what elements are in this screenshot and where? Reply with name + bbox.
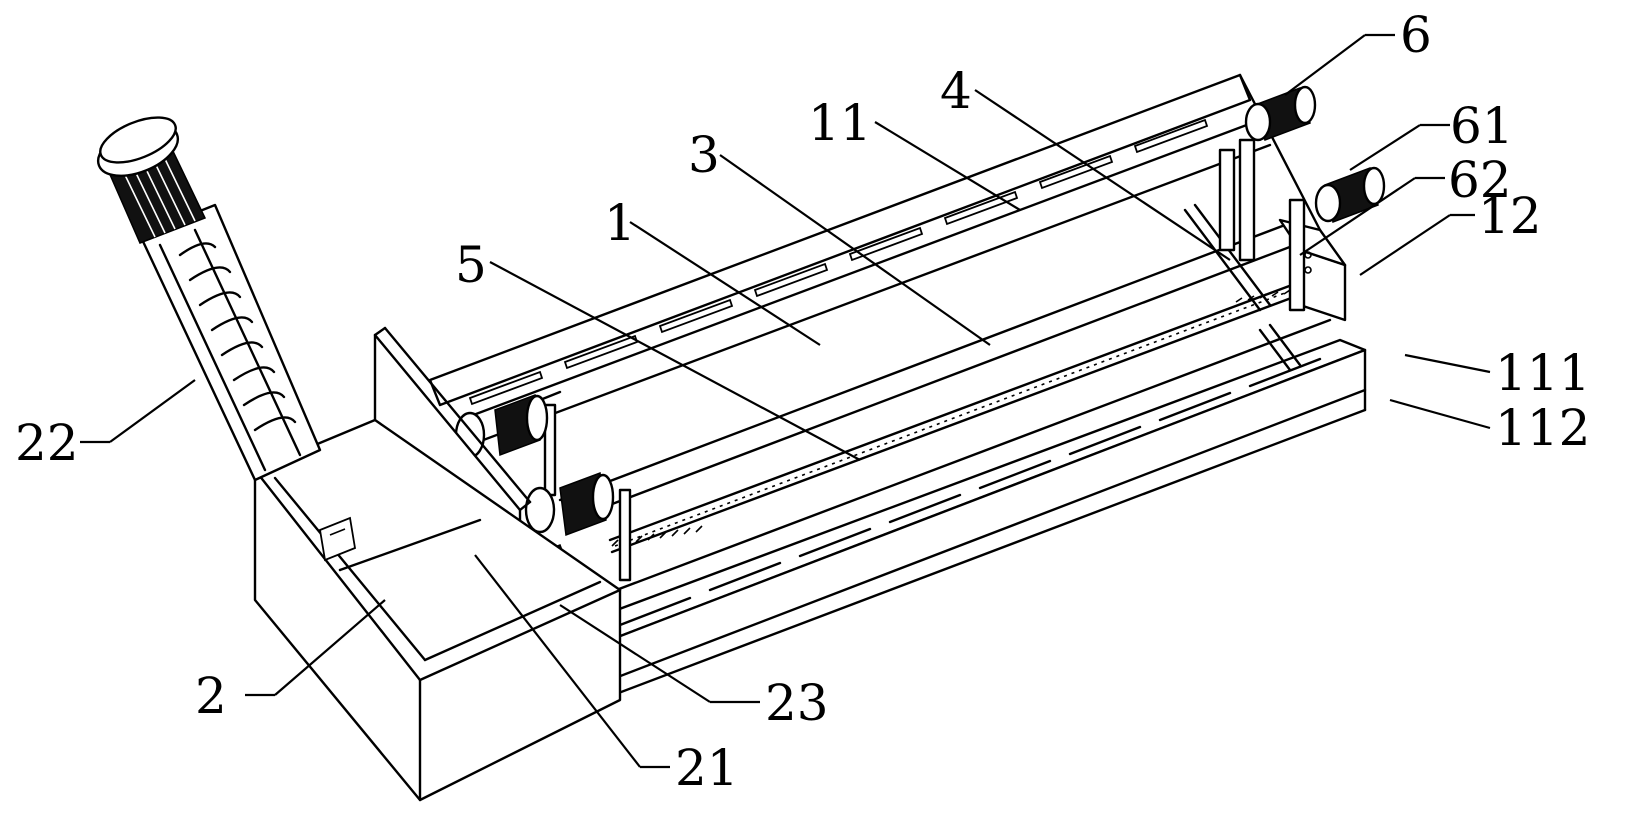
label-22: 22 [15, 414, 79, 472]
auger-flights [178, 242, 297, 432]
front-rail-slots [618, 357, 1322, 627]
label-2: 2 [195, 667, 227, 725]
label-21: 21 [675, 739, 739, 797]
label-1: 1 [604, 194, 636, 252]
leader-lines [80, 33, 1491, 769]
label-11: 11 [808, 94, 872, 152]
label-62: 62 [1448, 151, 1512, 209]
label-5: 5 [455, 236, 487, 294]
reference-labels: 6 4 61 11 62 3 12 1 5 111 112 22 2 23 21 [15, 6, 1590, 797]
label-61: 61 [1450, 97, 1514, 155]
motor-6 [1244, 85, 1317, 142]
roller-lower-left [524, 471, 615, 537]
box-2 [253, 418, 622, 802]
label-111: 111 [1495, 344, 1590, 402]
screw-conveyor-22 [96, 116, 322, 482]
label-6: 6 [1400, 6, 1432, 64]
motor-61 [1314, 166, 1386, 224]
label-12: 12 [1478, 187, 1542, 245]
right-bracket [1218, 138, 1312, 312]
label-4: 4 [940, 62, 972, 120]
label-3: 3 [688, 126, 720, 184]
label-112: 112 [1495, 399, 1590, 457]
label-23: 23 [765, 674, 829, 732]
back-rail-slots [468, 118, 1209, 406]
